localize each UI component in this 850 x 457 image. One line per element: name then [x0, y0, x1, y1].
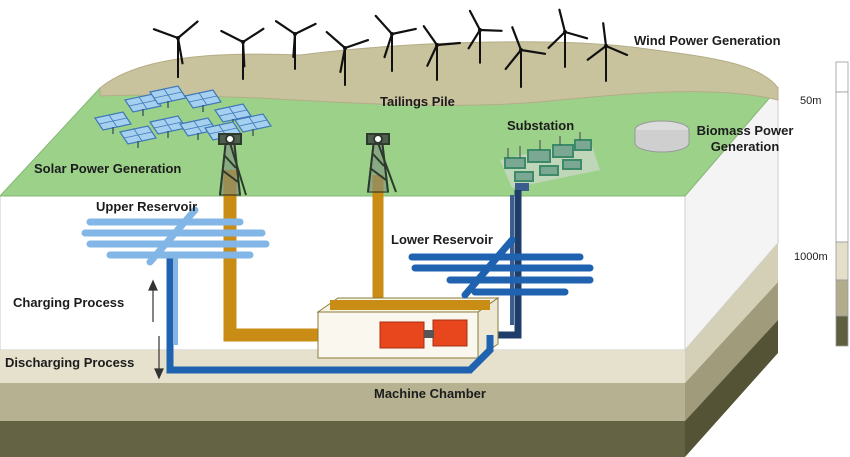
- label-wind-power: Wind Power Generation: [634, 33, 781, 48]
- substation-icon: [500, 132, 600, 191]
- depth-scale-segment: [835, 61, 849, 93]
- label-discharging-process: Discharging Process: [5, 355, 135, 370]
- side-face: [684, 86, 779, 457]
- turbine-generator-unit: [379, 319, 468, 349]
- label-substation: Substation: [507, 118, 575, 133]
- wind-turbine-icon: [374, 14, 417, 72]
- wind-turbine-icon: [325, 30, 370, 86]
- depth-scale-segment: [835, 91, 849, 243]
- label-lower-reservoir: Lower Reservoir: [391, 232, 493, 247]
- label-solar-power: Solar Power Generation: [34, 161, 182, 176]
- headframe-icon: [218, 133, 247, 196]
- machine-chamber-box: [316, 297, 500, 359]
- lower-reservoir-pipes: [408, 236, 594, 299]
- biomass-tank-icon: [634, 120, 690, 153]
- arrow-down-icon: [154, 336, 164, 380]
- wind-turbine-icon: [422, 25, 461, 81]
- depth-scale-segment: [835, 279, 849, 317]
- wind-turbine-icon: [220, 27, 265, 80]
- tailings-pile: [99, 41, 779, 106]
- depth-mark-50m: 50m: [800, 95, 822, 107]
- solar-panel-icon: [124, 93, 162, 116]
- wind-turbine-icon: [504, 26, 547, 88]
- wind-turbine-icon: [467, 9, 503, 64]
- wind-turbine-icon: [274, 20, 317, 70]
- wind-turbine-icon: [152, 20, 199, 78]
- wind-turbines: [152, 8, 629, 88]
- depth-mark-1000m: 1000m: [794, 251, 828, 263]
- solar-panel-icon: [119, 125, 157, 148]
- solar-panel-icon: [149, 115, 187, 138]
- headframe-icon: [366, 133, 397, 193]
- wind-turbine-icon: [547, 8, 589, 68]
- depth-scale-bar: [835, 61, 849, 347]
- solar-panel-icon: [234, 113, 272, 136]
- upper-reservoir-pipes: [81, 206, 494, 374]
- depth-scale-segment: [835, 315, 849, 347]
- label-machine-chamber: Machine Chamber: [374, 386, 486, 401]
- wind-turbine-icon: [586, 22, 629, 82]
- label-biomass-line2: Generation: [710, 139, 780, 154]
- label-tailings-pile: Tailings Pile: [380, 94, 455, 109]
- solar-panel-icon: [184, 89, 222, 112]
- depth-scale-segment: [835, 241, 849, 281]
- arrow-up-icon: [148, 279, 158, 322]
- label-charging-process: Charging Process: [13, 295, 125, 310]
- label-biomass-line1: Biomass Power: [696, 123, 794, 138]
- solar-panel-icon: [94, 111, 132, 134]
- label-upper-reservoir: Upper Reservoir: [96, 199, 198, 214]
